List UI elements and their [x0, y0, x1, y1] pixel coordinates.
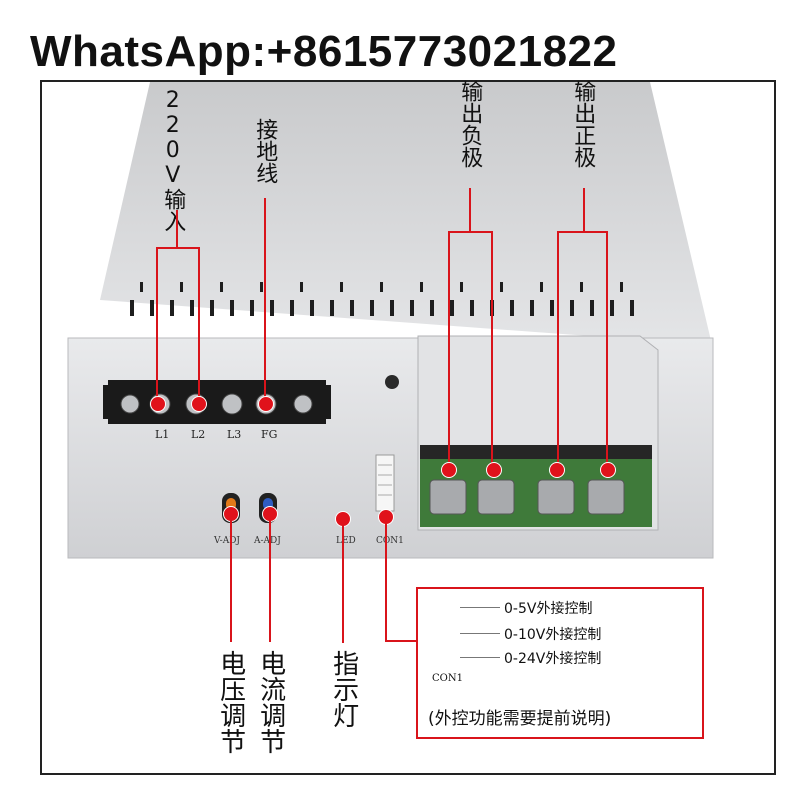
- callout-positive-bracket: [557, 231, 608, 469]
- terminal-label-l2: L2: [191, 428, 206, 441]
- callout-a-adj-line: [269, 520, 271, 642]
- label-220v-input: 220V输入: [160, 88, 186, 232]
- label-ground: 接地线: [252, 118, 278, 184]
- image-frame: [40, 80, 776, 775]
- label-voltage-adjust: 电压调节: [215, 650, 246, 754]
- con1-connector: [375, 454, 395, 512]
- terminal-label-l3: L3: [227, 428, 242, 441]
- dot-fg: [258, 396, 274, 412]
- inset-line-1: [460, 607, 500, 608]
- external-control-inset: CON1 0-5V外接控制 0-10V外接控制 0-24V外接控制 (外控功能需…: [416, 587, 704, 739]
- callout-positive-stem: [583, 188, 585, 232]
- vent-slots: [130, 282, 634, 316]
- label-output-negative: 输出负极: [457, 80, 483, 168]
- front-label-a-adj: A-ADJ: [254, 536, 281, 546]
- terminal-label-l1: L1: [155, 428, 170, 441]
- whatsapp-banner: WhatsApp:+8615773021822: [30, 27, 618, 76]
- inset-note: (外控功能需要提前说明): [428, 709, 612, 729]
- dot-pos-2: [600, 462, 616, 478]
- callout-v-adj-line: [230, 520, 232, 642]
- inset-line-3: [460, 657, 500, 658]
- chassis-top: [100, 82, 712, 345]
- callout-ground-line: [264, 198, 266, 402]
- terminal-label-fg: FG: [261, 428, 278, 441]
- label-output-positive: 输出正极: [570, 80, 596, 168]
- inset-con1-label: CON1: [432, 673, 463, 684]
- inset-option-0-5v: 0-5V外接控制: [504, 601, 593, 617]
- callout-led-line: [342, 525, 344, 643]
- front-label-v-adj: V-ADJ: [214, 536, 241, 546]
- callout-220v-bracket: [156, 247, 200, 400]
- front-label-led: LED: [336, 536, 356, 546]
- dot-neg-2: [486, 462, 502, 478]
- callout-220v-stem: [176, 210, 178, 248]
- callout-con1-across: [385, 640, 418, 642]
- callout-negative-bracket: [448, 231, 493, 469]
- input-terminal-block: [108, 380, 326, 424]
- label-indicator: 指示灯: [328, 650, 359, 728]
- dot-neg-1: [441, 462, 457, 478]
- callout-con1-down: [385, 523, 387, 641]
- output-terminals: [429, 479, 625, 515]
- front-label-con1: CON1: [376, 536, 404, 546]
- inset-line-2: [460, 633, 500, 634]
- callout-negative-stem: [469, 188, 471, 232]
- inset-option-0-24v: 0-24V外接控制: [504, 651, 602, 667]
- dot-l1: [150, 396, 166, 412]
- dot-l2: [191, 396, 207, 412]
- dot-pos-1: [549, 462, 565, 478]
- label-current-adjust: 电流调节: [255, 650, 286, 754]
- inset-option-0-10v: 0-10V外接控制: [504, 627, 602, 643]
